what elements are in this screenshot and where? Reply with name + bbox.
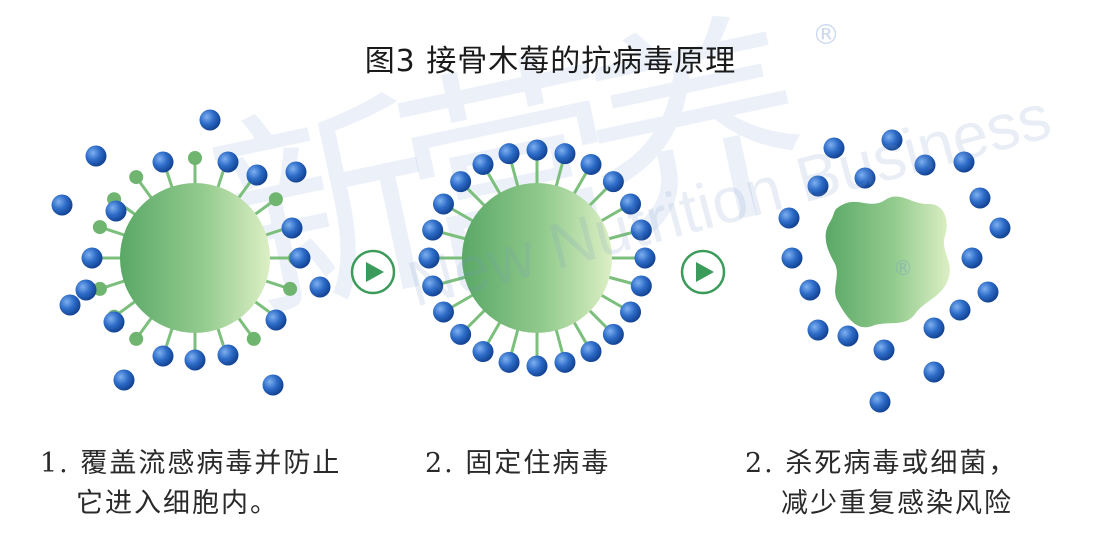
particle — [969, 187, 991, 209]
spike-tip — [188, 151, 202, 165]
registered-mark-2: ® — [893, 256, 913, 280]
particle — [634, 247, 656, 269]
particle — [450, 323, 472, 345]
particle — [59, 294, 81, 316]
particle — [602, 323, 624, 345]
particle — [823, 137, 845, 159]
next-arrow-2 — [680, 249, 726, 295]
virus-2-particles — [418, 139, 656, 377]
particle — [923, 361, 945, 383]
virus-2-body — [462, 183, 612, 333]
step-1-caption: 1. 覆盖流感病毒并防止 它进入细胞内。 — [40, 444, 341, 524]
particle — [526, 139, 548, 161]
spike-tip — [129, 170, 144, 185]
particle — [285, 161, 307, 183]
particle — [620, 193, 642, 215]
spike — [465, 186, 489, 210]
particle — [554, 143, 576, 165]
particle — [837, 325, 859, 347]
virus-3-particles — [778, 129, 1011, 413]
particle — [217, 151, 239, 173]
particle — [854, 167, 876, 189]
particle — [103, 311, 125, 333]
particle — [450, 171, 472, 193]
step-2-line-1: 2. 固定住病毒 — [425, 448, 611, 479]
particle — [289, 247, 311, 269]
particle — [807, 319, 829, 341]
spike-tip — [283, 281, 298, 296]
particle — [498, 143, 520, 165]
step-1-line-2: 它进入细胞内。 — [76, 488, 279, 519]
particle — [620, 301, 642, 323]
figure-title: 图3 接骨木莓的抗病毒原理 — [364, 44, 737, 79]
step-3-line-2: 减少重复感染风险 — [781, 488, 1013, 519]
particle — [432, 193, 454, 215]
particle — [432, 301, 454, 323]
particle — [989, 217, 1011, 239]
particle — [630, 275, 652, 297]
particle — [418, 247, 440, 269]
particle — [873, 339, 895, 361]
particle — [869, 391, 891, 413]
spike-tip — [92, 220, 107, 235]
particle — [580, 153, 602, 175]
particle — [526, 355, 548, 377]
spike-tip — [246, 331, 261, 346]
spike-tip — [268, 192, 283, 207]
particle — [554, 351, 576, 373]
particle — [422, 275, 444, 297]
particle — [923, 317, 945, 339]
virus-1-particles — [51, 109, 331, 396]
particle — [184, 349, 206, 371]
spike-tip — [92, 281, 107, 296]
particle — [152, 151, 174, 173]
particle — [246, 164, 268, 186]
particle — [799, 279, 821, 301]
particle — [81, 247, 103, 269]
particle — [51, 194, 73, 216]
particle — [199, 109, 221, 131]
spike — [604, 274, 634, 286]
particle — [281, 217, 303, 239]
virus-1-body — [120, 183, 270, 333]
step-3-line-1: 2. 杀死病毒或细菌， — [745, 448, 1018, 479]
spike — [604, 230, 634, 242]
particle — [85, 145, 107, 167]
particle — [914, 154, 936, 176]
particle — [977, 281, 999, 303]
particle — [498, 351, 520, 373]
particle — [265, 309, 287, 331]
particle — [472, 341, 494, 363]
particle — [778, 207, 800, 229]
particle — [217, 344, 239, 366]
particle — [75, 279, 97, 301]
particle — [105, 200, 127, 222]
particle — [949, 299, 971, 321]
particle — [152, 345, 174, 367]
particle — [262, 374, 284, 396]
next-arrow-1 — [350, 249, 396, 295]
virus-3-destroyed-body — [825, 196, 950, 328]
spike-tip — [129, 331, 144, 346]
particle — [781, 247, 803, 269]
spike — [585, 186, 609, 210]
particle — [807, 175, 829, 197]
particle — [961, 247, 983, 269]
particle — [602, 171, 624, 193]
particle — [953, 151, 975, 173]
particle — [881, 129, 903, 151]
particle — [113, 369, 135, 391]
particle — [630, 219, 652, 241]
step-3-caption: 2. 杀死病毒或细菌， 减少重复感染风险 — [745, 444, 1017, 524]
step-1-line-1: 1. 覆盖流感病毒并防止 — [40, 448, 342, 479]
registered-mark-1: ® — [812, 18, 840, 51]
particle — [309, 276, 331, 298]
particle — [422, 219, 444, 241]
step-2-caption: 2. 固定住病毒 — [425, 444, 610, 484]
particle — [580, 341, 602, 363]
particle — [472, 153, 494, 175]
